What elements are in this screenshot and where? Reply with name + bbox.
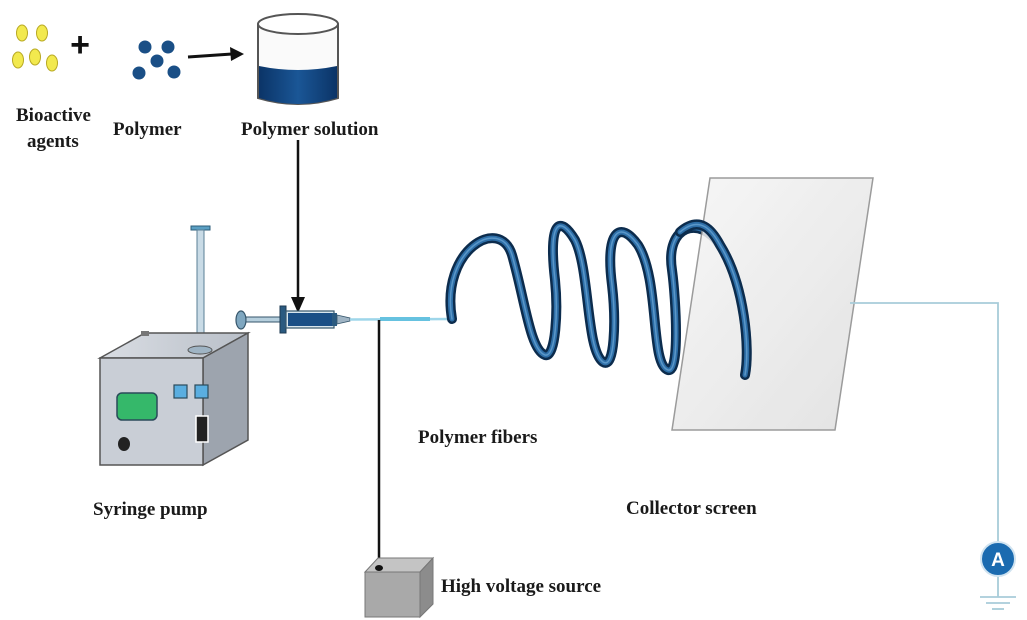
bioactive-label-line1: Bioactive [16, 105, 91, 126]
polymer-label: Polymer [113, 119, 182, 140]
collector-screen-label: Collector screen [626, 498, 757, 519]
high-voltage-source-label: High voltage source [441, 576, 602, 597]
polymer-fibers-label: Polymer fibers [418, 427, 538, 448]
polymer-fiber-coil-front [675, 219, 752, 380]
ground-wire [850, 302, 1016, 610]
ammeter-label: A [991, 550, 1005, 571]
bioactive-label-line2: agents [27, 131, 79, 152]
bioactive-agents-icon [12, 24, 58, 72]
right-arrow-icon [187, 47, 244, 61]
collector-screen [671, 177, 874, 431]
syringe-pump-label: Syringe pump [93, 499, 208, 520]
high-voltage-source-box [363, 556, 435, 619]
down-arrow-icon [291, 140, 305, 313]
syringe-pump-device [97, 225, 251, 467]
polymer-solution-label: Polymer solution [241, 119, 379, 140]
plus-sign: + [70, 26, 90, 64]
pump-display [116, 392, 158, 421]
beaker-icon [257, 13, 339, 105]
polymer-fiber-coil [445, 220, 752, 380]
syringe-icon [235, 305, 453, 334]
ammeter-icon: A [980, 541, 1016, 577]
polymer-icon [132, 40, 181, 80]
